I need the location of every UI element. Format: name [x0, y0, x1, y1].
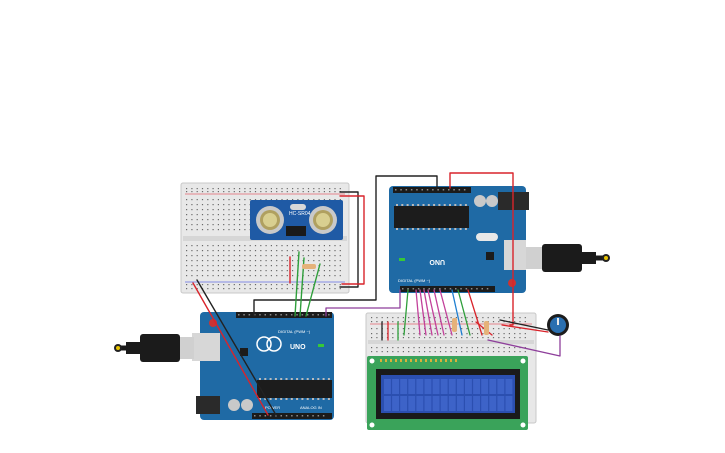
lcd-character-cell	[456, 379, 464, 394]
lcd-character-cell	[392, 379, 399, 394]
reset-button-icon[interactable]	[508, 279, 516, 287]
arduino-uno-bottom: UNO DIGITAL (PWM ~) POWER ANALOG IN	[192, 312, 334, 420]
potentiometer-icon[interactable]	[547, 314, 569, 336]
lcd-character-cell	[416, 379, 424, 394]
lcd-character-cell	[384, 379, 391, 394]
lcd-character-cell	[440, 379, 448, 394]
board-model-label: UNO	[290, 344, 306, 351]
board-model-label: UNO	[429, 258, 445, 265]
lcd-character-cell	[465, 379, 472, 394]
analog-label: ANALOG IN	[300, 405, 322, 410]
wires	[192, 172, 561, 416]
lcd-character-cell	[473, 379, 480, 394]
digital-label: DIGITAL (PWM ~)	[398, 278, 431, 283]
lcd-character-cell	[489, 379, 497, 394]
lcd-character-cell	[489, 396, 497, 411]
lcd-character-cell	[432, 396, 440, 411]
lcd-character-cell	[448, 379, 456, 394]
arduino-uno-top: UNO DIGITAL (PWM ~)	[389, 186, 529, 293]
lcd-character-cell	[408, 379, 416, 394]
lcd-character-cell	[448, 396, 456, 411]
lcd-character-cell	[408, 396, 416, 411]
ultrasonic-sensor: HC-SR04	[250, 200, 343, 240]
lcd-character-cell	[400, 379, 408, 394]
lcd-character-cell	[400, 396, 408, 411]
lcd-character-cell	[416, 396, 424, 411]
lcd-character-cell	[424, 379, 432, 394]
lcd-character-cell	[465, 396, 472, 411]
usb-cable-icon	[114, 334, 194, 362]
lcd-character-cell	[473, 396, 480, 411]
lcd-character-cell	[424, 396, 432, 411]
power-label: POWER	[265, 405, 280, 410]
lcd-character-cell	[432, 379, 440, 394]
lcd-character-cell	[392, 396, 399, 411]
lcd-character-cell	[505, 396, 513, 411]
lcd-display	[367, 356, 528, 430]
usb-cable-icon	[526, 244, 610, 272]
lcd-character-cell	[456, 396, 464, 411]
sensor-label: HC-SR04	[289, 211, 311, 217]
digital-label: DIGITAL (PWM ~)	[278, 329, 311, 334]
lcd-character-cell	[481, 396, 489, 411]
lcd-character-cell	[505, 379, 513, 394]
lcd-character-cell	[440, 396, 448, 411]
lcd-character-cell	[497, 379, 505, 394]
lcd-character-cell	[481, 379, 489, 394]
lcd-character-cell	[384, 396, 391, 411]
lcd-character-cell	[497, 396, 505, 411]
